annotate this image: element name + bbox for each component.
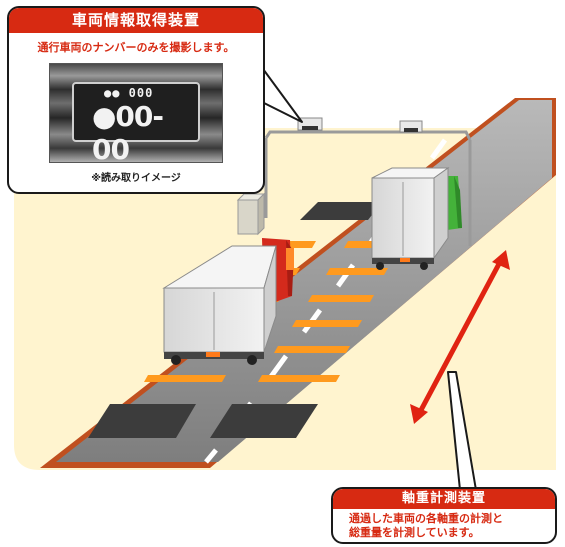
plate-small-text: ●● 000 [104, 86, 154, 100]
reading-image-caption: ※読み取りイメージ [91, 173, 181, 184]
callout-description: 通行車両のナンバーのみを撮影します。 [37, 41, 235, 54]
callout-description: 通過した車両の各軸重の計測と 総重量を計測しています。 [333, 509, 555, 540]
plate-number: ●00-00 [92, 100, 164, 166]
license-plate: ●● 000 ●00-00 [72, 82, 200, 166]
truck-green-cab [371, 167, 462, 270]
license-plate-photo: ●● 000 ●00-00 [49, 63, 223, 166]
callout-title: 軸重計測装置 [333, 489, 555, 509]
callout-title: 車両情報取得装置 [9, 8, 263, 33]
measurement-direction-arrow [410, 250, 510, 424]
axle-weight-device-callout: 軸重計測装置 通過した車両の各軸重の計測と 総重量を計測しています。 [331, 487, 557, 544]
callout-description-line: 総重量を計測しています。 [349, 526, 480, 539]
vehicle-info-device-callout: 車両情報取得装置 通行車両のナンバーのみを撮影します。 ●● 000 ●00-0… [7, 6, 265, 194]
truck-red-cab [162, 238, 294, 365]
roadside-cabinet [236, 192, 266, 236]
camera-icon [302, 126, 318, 130]
weigh-plates [88, 202, 382, 438]
callout-description-line: 通過した車両の各軸重の計測と [349, 512, 503, 525]
camera-icon [404, 128, 418, 132]
